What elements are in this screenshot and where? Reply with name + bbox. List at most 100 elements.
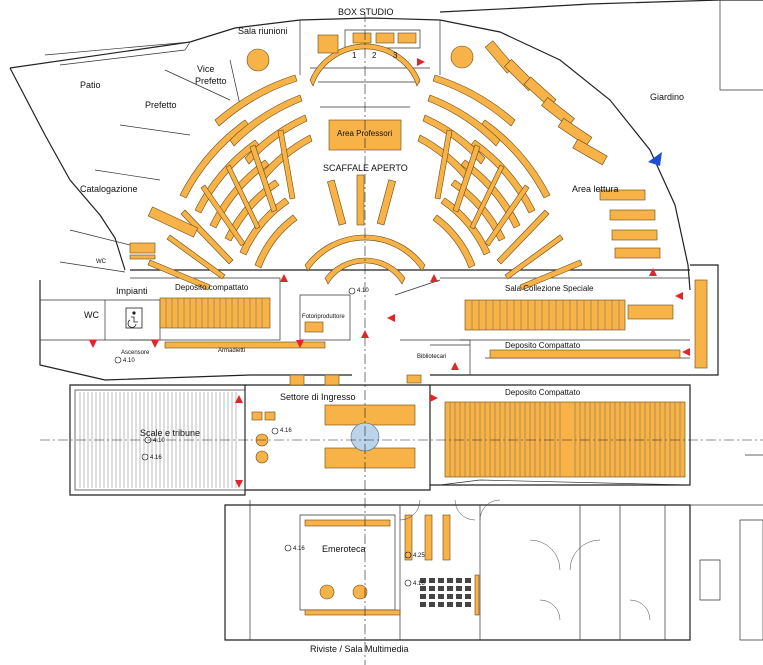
label-fotoriproduttore: Fotoriproduttore bbox=[302, 314, 345, 320]
level-markers bbox=[114, 287, 412, 587]
label-vice-prefetto-2: Prefetto bbox=[195, 76, 227, 86]
label-vice-prefetto-1: Vice bbox=[197, 64, 214, 74]
auditorium-seat bbox=[420, 594, 426, 599]
door-swings bbox=[399, 499, 651, 621]
arrow-down-icon bbox=[235, 480, 243, 488]
arrow-down-icon bbox=[89, 340, 97, 348]
label-emeroteca: Emeroteca bbox=[322, 544, 366, 554]
reading-tables-left bbox=[129, 206, 199, 260]
label-box-2: 2 bbox=[372, 51, 377, 60]
label-settore-ingresso: Settore di Ingresso bbox=[280, 392, 356, 402]
label-impianti: Impianti bbox=[116, 286, 148, 296]
arrow-left-icon bbox=[682, 348, 690, 356]
label-deposito-compattato-left: Deposito compattato bbox=[175, 283, 249, 292]
level-marker-icon bbox=[404, 551, 412, 559]
label-area-professori: Area Professori bbox=[337, 129, 392, 138]
arrow-down-icon bbox=[296, 340, 304, 348]
auditorium-seat bbox=[420, 578, 426, 583]
arrow-right-icon bbox=[430, 394, 438, 402]
label-scaffale-aperto: SCAFFALE APERTO bbox=[323, 163, 408, 173]
auditorium-seat bbox=[447, 586, 453, 591]
label-riviste-multimedia: Riviste / Sala Multimedia bbox=[310, 644, 409, 654]
auditorium-seat bbox=[438, 594, 444, 599]
direction-arrows bbox=[89, 58, 690, 488]
compact-shelving-large bbox=[444, 401, 686, 478]
arrow-up-icon bbox=[430, 274, 438, 282]
auditorium-seat bbox=[438, 578, 444, 583]
auditorium-seat bbox=[456, 602, 462, 607]
building-outline bbox=[9, 0, 763, 641]
auditorium-seat bbox=[456, 586, 462, 591]
arrow-up-icon bbox=[280, 274, 288, 282]
auditorium-seat bbox=[438, 602, 444, 607]
label-giardino: Giardino bbox=[650, 92, 684, 102]
label-sala-collezione-speciale: Sala Collezione Speciale bbox=[505, 284, 594, 293]
label-box-studio: BOX STUDIO bbox=[338, 7, 394, 17]
meeting-furniture bbox=[246, 32, 474, 72]
auditorium-seat bbox=[429, 586, 435, 591]
reading-tables-right bbox=[484, 40, 661, 259]
auditorium-seat bbox=[465, 578, 471, 583]
level-value: 4.16 bbox=[280, 428, 292, 434]
label-bibliotecari: Bibliotecari bbox=[417, 354, 446, 360]
label-box-3: 3 bbox=[393, 51, 398, 60]
level-value: 4.16 bbox=[413, 581, 425, 587]
arrow-down-icon bbox=[151, 340, 159, 348]
auditorium-seat bbox=[456, 594, 462, 599]
arrow-up-icon bbox=[235, 395, 243, 403]
label-armadietti: Armadietti bbox=[218, 348, 245, 354]
special-collection-shelving bbox=[406, 279, 708, 384]
arrow-up-icon bbox=[361, 330, 369, 338]
level-marker-icon bbox=[141, 453, 149, 461]
level-marker-icon bbox=[404, 579, 412, 587]
level-value: 4.16 bbox=[150, 455, 162, 461]
auditorium-seat bbox=[420, 586, 426, 591]
level-value: 4.10 bbox=[357, 288, 369, 294]
level-value: 4.10 bbox=[153, 438, 165, 444]
label-deposito-compattato-mid: Deposito Compattato bbox=[505, 341, 581, 350]
room-labels: BOX STUDIO Sala riunioni 1 2 3 Patio Vic… bbox=[80, 7, 684, 654]
compact-shelving-left bbox=[159, 297, 326, 349]
entrance-furniture bbox=[251, 374, 416, 469]
auditorium-seat bbox=[447, 602, 453, 607]
label-box-1: 1 bbox=[352, 51, 357, 60]
auditorium-seat bbox=[429, 578, 435, 583]
level-marker-icon bbox=[271, 427, 279, 435]
label-prefetto: Prefetto bbox=[145, 100, 177, 110]
label-patio: Patio bbox=[80, 80, 101, 90]
label-sala-riunioni: Sala riunioni bbox=[238, 26, 288, 36]
label-catalogazione: Catalogazione bbox=[80, 184, 138, 194]
emeroteca-furniture bbox=[304, 514, 480, 616]
auditorium-seat bbox=[429, 602, 435, 607]
level-value: 4.16 bbox=[293, 546, 305, 552]
auditorium-seat bbox=[438, 586, 444, 591]
north-marker-icon bbox=[648, 152, 662, 166]
level-marker-icon bbox=[348, 287, 356, 295]
level-marker-icon bbox=[114, 356, 122, 364]
label-area-lettura: Area lettura bbox=[572, 184, 619, 194]
auditorium-seat bbox=[465, 602, 471, 607]
accessibility-icon bbox=[125, 307, 143, 329]
auditorium-seat bbox=[447, 578, 453, 583]
arrow-left-icon bbox=[387, 314, 395, 322]
label-scale-tribune: Scale e tribune bbox=[140, 428, 200, 438]
label-ascensore: Ascensore bbox=[121, 350, 150, 356]
level-labels: 4.10 4.10 4.10 4.16 4.16 4.16 4.25 4.16 bbox=[123, 288, 425, 587]
auditorium-seat bbox=[465, 586, 471, 591]
auditorium-seat bbox=[456, 578, 462, 583]
auditorium-seat bbox=[420, 602, 426, 607]
arrow-left-icon bbox=[675, 292, 683, 300]
level-value: 4.25 bbox=[413, 553, 425, 559]
axis-lines bbox=[40, 12, 763, 665]
level-marker-icon bbox=[144, 436, 152, 444]
label-wc: WC bbox=[84, 310, 99, 320]
arrow-up-icon bbox=[649, 268, 657, 276]
auditorium-seat bbox=[429, 594, 435, 599]
arrow-right-icon bbox=[417, 58, 425, 66]
auditorium-seat bbox=[447, 594, 453, 599]
label-wc-top: WC bbox=[96, 259, 107, 265]
level-marker-icon bbox=[284, 544, 292, 552]
auditorium-seat bbox=[465, 594, 471, 599]
arrow-up-icon bbox=[451, 362, 459, 370]
